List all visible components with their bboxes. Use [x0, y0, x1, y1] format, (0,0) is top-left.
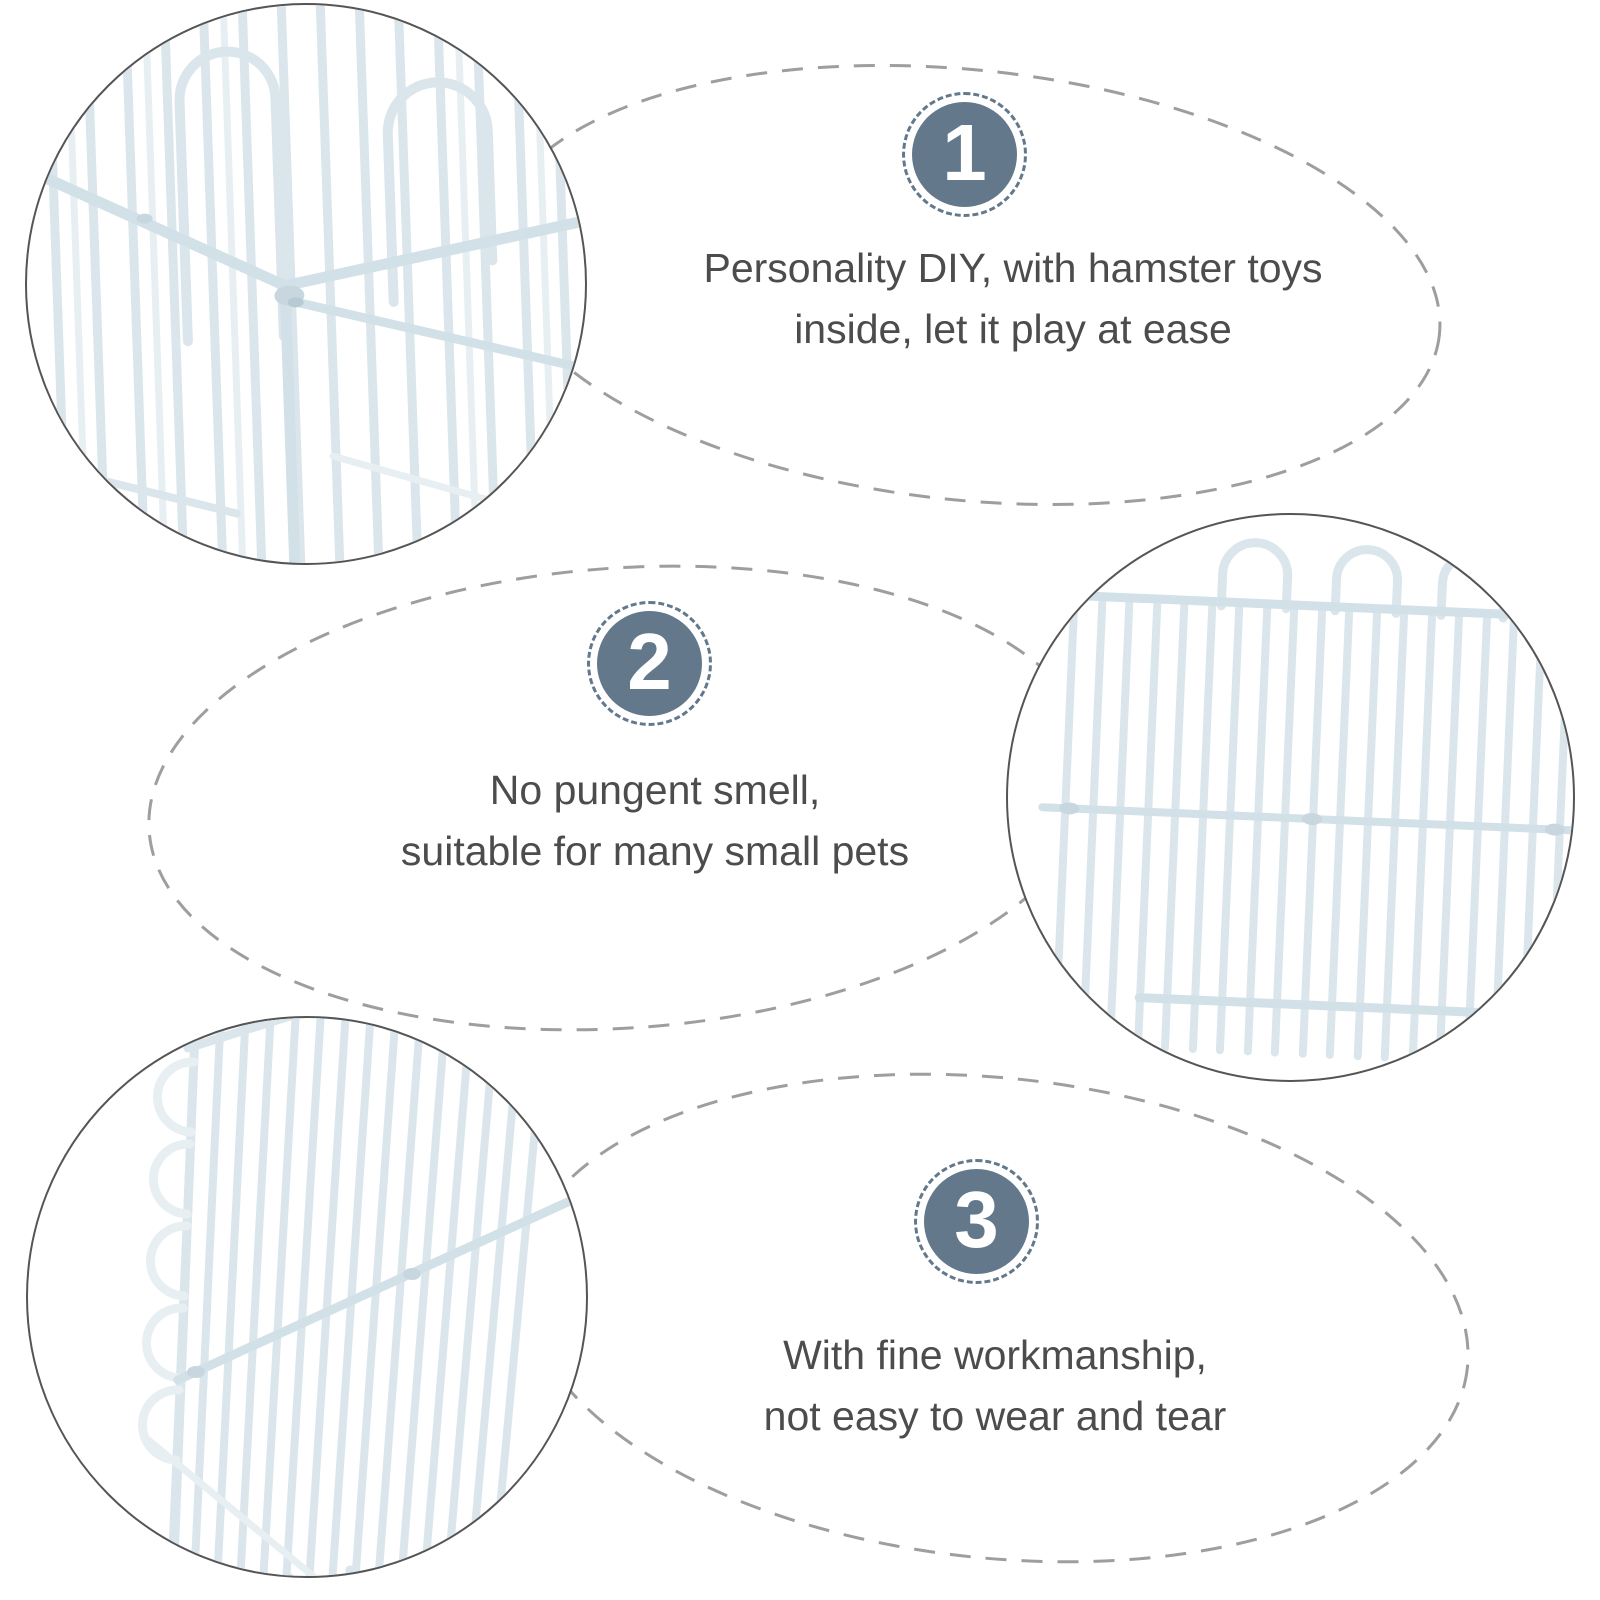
dashed-ellipse-3 — [520, 1072, 1470, 1564]
feature-3-caption: With fine workmanship, not easy to wear … — [615, 1325, 1375, 1447]
feature-3-caption-line-2: not easy to wear and tear — [763, 1393, 1227, 1439]
feature-2-caption: No pungent smell, suitable for many smal… — [275, 760, 1035, 882]
feature-1-caption-line-1: Personality DIY, with hamster toys — [703, 245, 1323, 291]
photo-cage-corner-closeup — [25, 3, 587, 565]
cage-angled-graphic — [137, 1018, 586, 1576]
feature-1-caption-line-2: inside, let it play at ease — [794, 306, 1232, 352]
feature-2-caption-line-2: suitable for many small pets — [400, 828, 910, 874]
feature-1-badge: 1 — [902, 92, 1027, 217]
feature-2-badge: 2 — [587, 601, 712, 726]
photo-cage-panel-front — [1006, 513, 1575, 1082]
cage-corner-graphic — [27, 5, 585, 563]
cage-panel-graphic — [1038, 538, 1573, 1069]
photo-cage-panel-angled — [26, 1016, 588, 1578]
feature-1-caption: Personality DIY, with hamster toys insid… — [633, 238, 1393, 360]
feature-2-number: 2 — [597, 611, 702, 716]
feature-1-number: 1 — [912, 102, 1017, 207]
feature-3-badge: 3 — [914, 1159, 1039, 1284]
feature-3-caption-line-1: With fine workmanship, — [783, 1332, 1207, 1378]
feature-2-caption-line-1: No pungent smell, — [489, 767, 821, 813]
feature-3-number: 3 — [924, 1169, 1029, 1274]
